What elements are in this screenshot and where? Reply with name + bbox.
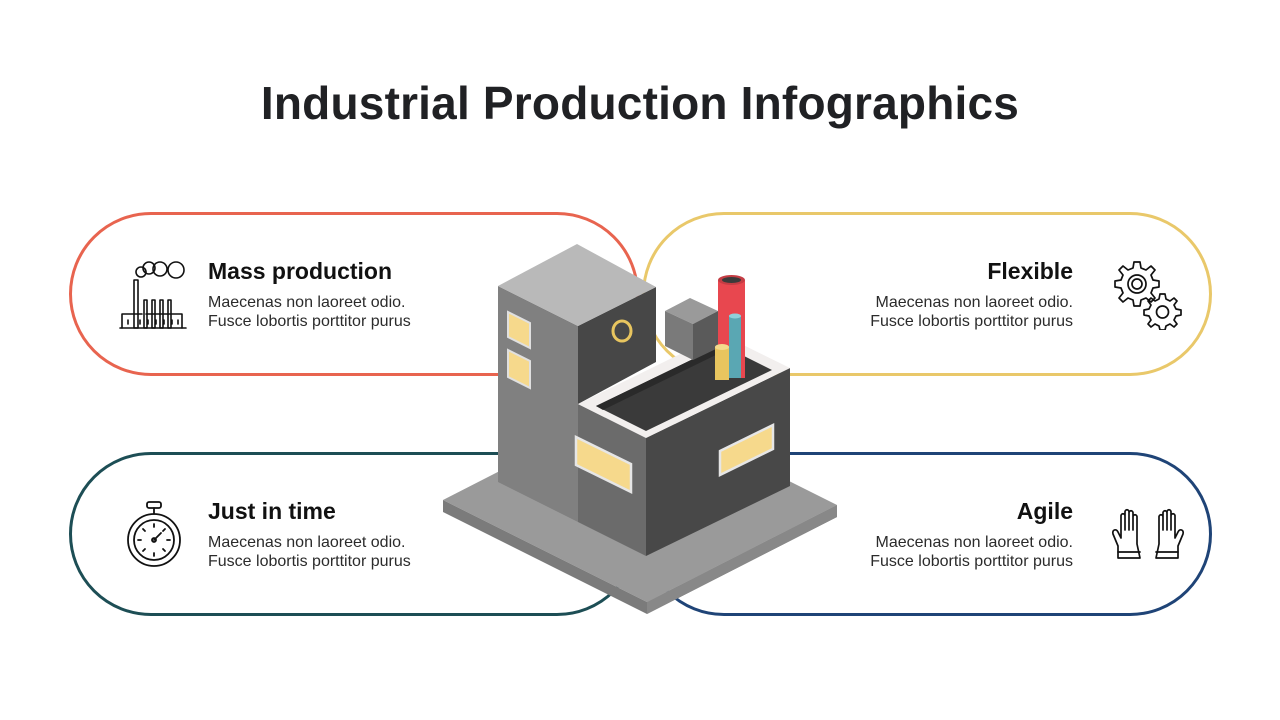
stopwatch-icon <box>127 501 181 567</box>
card-title-agile: Agile <box>1016 498 1073 524</box>
card-text-line-1: Maecenas non laoreet odio. <box>875 534 1073 551</box>
factory-icon <box>119 261 187 329</box>
factory-building-illustration <box>443 244 837 614</box>
card-title-flexible: Flexible <box>987 258 1073 284</box>
card-title-just-in-time: Just in time <box>208 498 336 524</box>
card-text-line-2: Fusce lobortis porttitor purus <box>870 313 1073 330</box>
card-text-line-1: Maecenas non laoreet odio. <box>208 534 406 551</box>
gloves-icon <box>1112 508 1184 559</box>
page-title: Industrial Production Infographics <box>260 77 1020 129</box>
gears-icon <box>1114 261 1182 330</box>
card-text-line-2: Fusce lobortis porttitor purus <box>870 553 1073 570</box>
card-text-line-2: Fusce lobortis porttitor purus <box>208 553 411 570</box>
card-text-line-1: Maecenas non laoreet odio. <box>208 294 406 311</box>
card-text-line-2: Fusce lobortis porttitor purus <box>208 313 411 330</box>
card-title-mass-production: Mass production <box>208 258 393 284</box>
card-text-line-1: Maecenas non laoreet odio. <box>875 294 1073 311</box>
